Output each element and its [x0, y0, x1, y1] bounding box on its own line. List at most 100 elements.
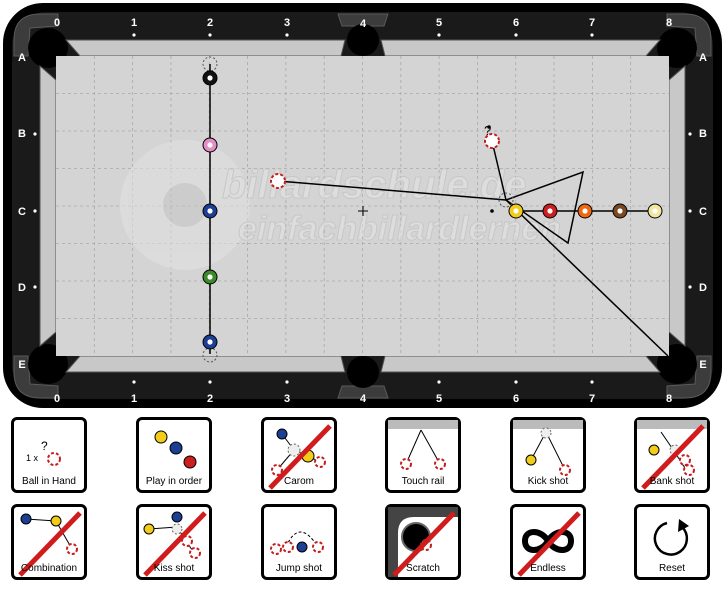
ball-4[interactable]: [202, 137, 218, 153]
ball-in-hand-icon: 1 x ?: [26, 439, 61, 466]
col-label-top: 1: [131, 17, 137, 29]
row-label-left: C: [18, 206, 26, 218]
diamond-dot: [208, 33, 212, 37]
ball-1[interactable]: [508, 203, 524, 219]
row-label-right: C: [699, 206, 707, 218]
question-mark: ?: [484, 123, 491, 138]
scratch-button[interactable]: Scratch: [385, 504, 461, 580]
col-label-top: 6: [513, 17, 519, 29]
shot-paths: [209, 64, 669, 357]
touch-rail-button[interactable]: Touch rail: [385, 417, 461, 493]
col-label-top: 3: [284, 17, 290, 29]
ball-5[interactable]: [577, 203, 593, 219]
ball-2[interactable]: [202, 203, 218, 219]
carom-button[interactable]: Carom: [261, 417, 337, 493]
kiss-shot-icon: [143, 511, 207, 577]
ball-7[interactable]: [612, 203, 628, 219]
endless-button[interactable]: Endless: [510, 504, 586, 580]
scratch-label: Scratch: [406, 563, 440, 574]
col-label-bottom: 1: [131, 393, 137, 405]
coordinate-labels: 0 1 2 3 4 5 6 7 8 0 1 2 3 4 5 6 7 8 A B …: [18, 17, 707, 405]
ghost-ball: [202, 56, 218, 72]
bank-shot-button[interactable]: Bank shot: [634, 417, 710, 493]
cushions: [39, 39, 686, 373]
ball-6[interactable]: [202, 269, 218, 285]
scratch-icon: [388, 507, 458, 577]
cue-ball-option[interactable]: [484, 133, 500, 149]
col-label-bottom: 3: [284, 393, 290, 405]
kick-shot-button[interactable]: Kick shot: [510, 417, 586, 493]
diamond-dot: [208, 380, 212, 384]
diamond-dot: [285, 380, 289, 384]
cue-ball[interactable]: [270, 173, 286, 189]
svg-text:1 x: 1 x: [26, 453, 39, 463]
balls[interactable]: [202, 56, 663, 363]
carom-label: Carom: [283, 476, 314, 487]
table-spots: [358, 125, 494, 216]
reset-button[interactable]: Reset: [634, 504, 710, 580]
play-in-order-button[interactable]: Play in order: [136, 417, 212, 493]
touch-rail-icon: [388, 420, 458, 470]
col-label-bottom: 4: [360, 393, 367, 405]
kiss-shot-label: Kiss shot: [153, 563, 195, 574]
reset-icon: [653, 519, 689, 556]
ball-9[interactable]: [647, 203, 663, 219]
col-label-top: 8: [666, 17, 672, 29]
diamond-dot: [33, 209, 37, 213]
kick-shot-label: Kick shot: [527, 476, 569, 487]
ball-in-hand-button[interactable]: 1 x ? Ball in Hand: [11, 417, 87, 493]
jump-shot-label: Jump shot: [275, 563, 323, 574]
cue-shot-line: [277, 180, 507, 201]
diamond-dot: [285, 33, 289, 37]
row-label-left: B: [18, 128, 26, 140]
row-label-left: D: [18, 282, 26, 294]
watermark: billardschule.de einfachbillardlernen: [120, 140, 562, 270]
col-label-bottom: 5: [436, 393, 442, 405]
col-label-top: 5: [436, 17, 442, 29]
diamond-dot: [437, 33, 441, 37]
col-label-top: 2: [207, 17, 213, 29]
diamond-dot: [132, 380, 136, 384]
svg-text:?: ?: [41, 439, 48, 453]
watermark-line1: billardschule.de: [222, 163, 527, 207]
diamond-dot: [514, 380, 518, 384]
pool-table[interactable]: billardschule.de einfachbillardlernen 0 …: [0, 0, 725, 412]
col-label-top: 4: [360, 18, 367, 30]
row-label-right: B: [699, 128, 707, 140]
combination-label: Combination: [20, 563, 78, 574]
diamond-dot: [132, 33, 136, 37]
col-label-bottom: 0: [54, 393, 60, 405]
ball-8[interactable]: [202, 70, 218, 86]
diamond-dot: [514, 33, 518, 37]
touch-rail-label: Touch rail: [401, 476, 445, 487]
ball-in-hand-label: Ball in Hand: [22, 476, 76, 487]
combination-button[interactable]: Combination: [11, 504, 87, 580]
play-in-order-label: Play in order: [145, 476, 203, 487]
kick-shot-icon: [513, 420, 583, 476]
diamond-dot: [437, 380, 441, 384]
row-label-right: A: [699, 52, 707, 64]
endless-label: Endless: [530, 563, 566, 574]
kiss-shot-button[interactable]: Kiss shot: [136, 504, 212, 580]
col-label-top: 7: [589, 17, 595, 29]
ball-10[interactable]: [202, 334, 218, 350]
carom-icon: [268, 424, 332, 490]
reset-label: Reset: [658, 563, 686, 574]
ball-3[interactable]: [542, 203, 558, 219]
diamond-markers: [33, 33, 692, 384]
col-label-bottom: 8: [666, 393, 672, 405]
col-label-bottom: 2: [207, 393, 213, 405]
jump-shot-button[interactable]: Jump shot: [261, 504, 337, 580]
pockets: [13, 13, 712, 399]
diamond-dot: [688, 285, 692, 289]
diamond-dot: [590, 380, 594, 384]
diamond-dot: [33, 285, 37, 289]
cue-path-loop: [504, 170, 585, 245]
combination-icon: [18, 511, 82, 577]
play-in-order-icon: [154, 430, 197, 469]
row-label-left: A: [18, 52, 26, 64]
jump-shot-icon: [270, 531, 324, 555]
deflection-line-corner: [505, 199, 669, 357]
col-label-bottom: 7: [589, 393, 595, 405]
row-label-right: E: [699, 359, 706, 371]
